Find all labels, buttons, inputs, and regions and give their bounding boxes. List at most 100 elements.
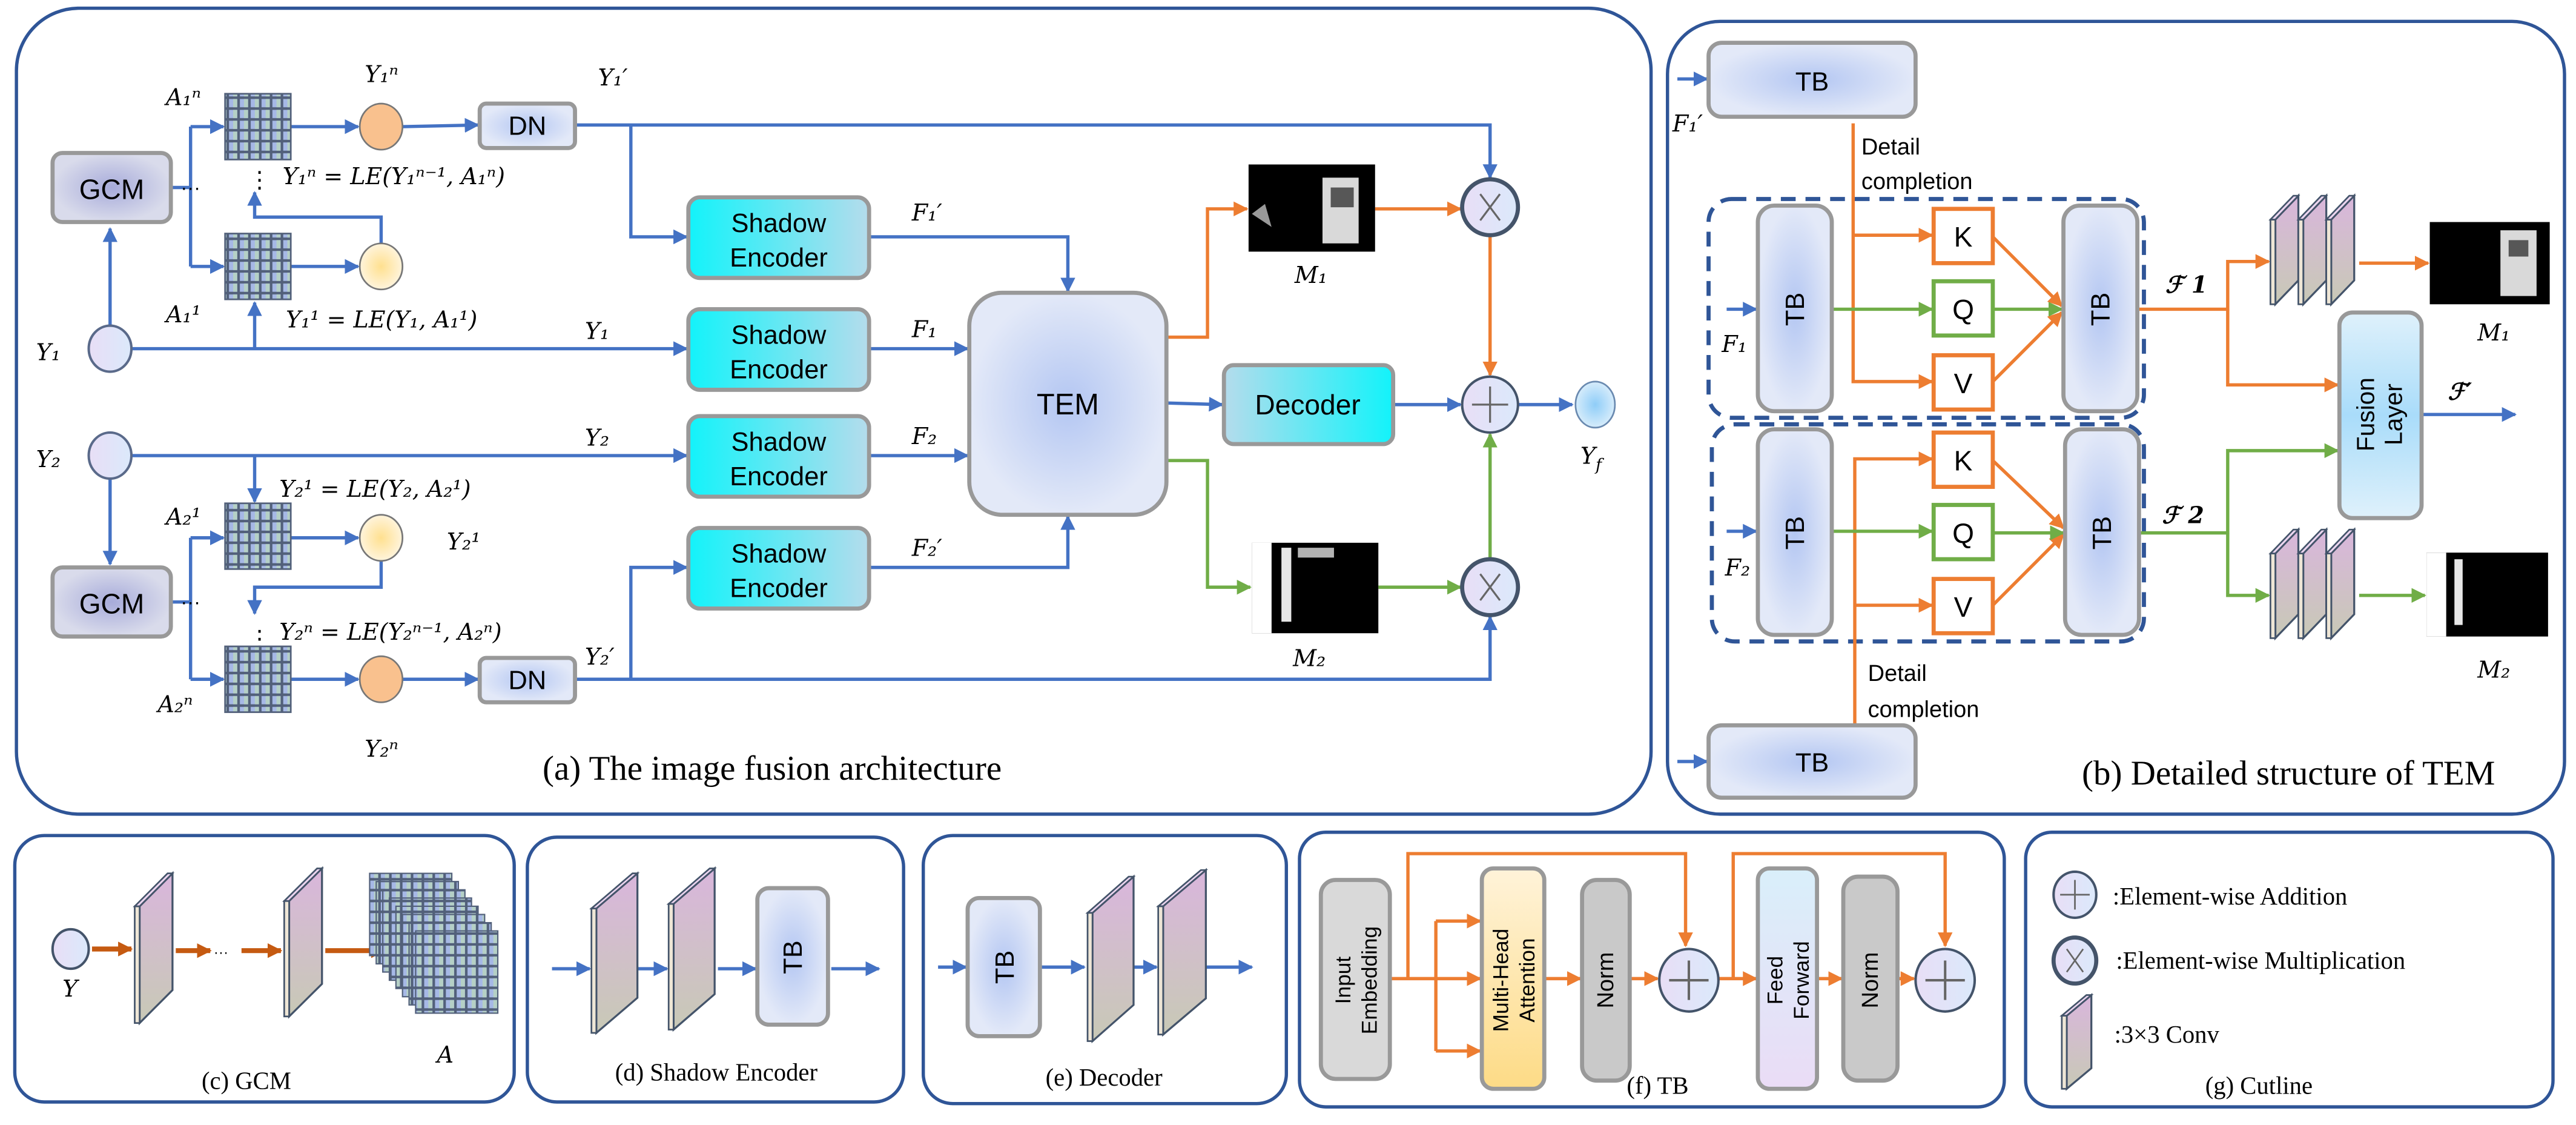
ellipsis: ··· — [214, 944, 228, 961]
mask-image-M1 — [1248, 164, 1375, 252]
dn-block-1: DN — [477, 101, 577, 150]
node-Y1n — [358, 102, 404, 151]
gcm-label: GCM — [79, 173, 145, 205]
conv-layer-b1-2 — [2296, 193, 2328, 307]
connections-orange-green — [1166, 201, 1498, 595]
label-F1: F₁ — [911, 316, 937, 343]
multiplication-icon — [2051, 935, 2099, 986]
label-F-cal-1: ℱ 1 — [2165, 271, 2207, 298]
attention-grid-A1n — [224, 93, 292, 161]
decoder-block: Decoder — [1221, 363, 1396, 446]
gcm-label: GCM — [79, 588, 145, 620]
encoder-label-line1: Shadow — [732, 209, 827, 238]
label-F2: F₂ — [1725, 554, 1751, 581]
tb-block: TB — [755, 886, 830, 1027]
norm-block-2: Norm — [1841, 874, 1900, 1083]
label-A21: A₂¹ — [164, 503, 201, 530]
tb-label: TB — [2087, 293, 2116, 326]
gcm-block-1: GCM — [50, 151, 173, 224]
label-M2: M₂ — [2477, 657, 2510, 683]
tb-block-left-1: TB — [1755, 203, 1834, 414]
attention-group-1 — [1706, 197, 2146, 420]
attention-map-stack — [369, 872, 499, 1014]
node-Y21 — [358, 514, 404, 562]
multiply-node-1 — [1460, 177, 1521, 237]
tem-block: TEM — [967, 290, 1169, 517]
attention-map — [415, 930, 499, 1014]
tb-label: TB — [1795, 67, 1829, 96]
label-F-cal-prime: ℱ′ — [2448, 378, 2472, 405]
tb-label: TB — [779, 940, 808, 974]
v-label: V — [1954, 368, 1973, 399]
v-label: V — [1954, 591, 1973, 623]
v-projection-box-2: V — [1931, 577, 1995, 636]
label-Y1: Y₁ — [36, 339, 61, 366]
tem-label: TEM — [1037, 388, 1099, 421]
k-label: K — [1954, 445, 1973, 476]
tb-label: TB — [2088, 516, 2117, 549]
q-label: Q — [1952, 517, 1974, 549]
dn-block-2: DN — [477, 655, 577, 705]
label-F1: F₁ — [1721, 331, 1747, 357]
detail-text: Detail — [1861, 134, 1920, 160]
input-node-Y — [51, 928, 90, 971]
caption-a: (a) The image fusion architecture — [543, 749, 1002, 788]
label-F2-prime: F₂′ — [911, 535, 943, 562]
tb-block-bottom: TB — [1706, 723, 1918, 800]
equation-Y1n: Y₁ⁿ = LE(Y₁ⁿ⁻¹, A₁ⁿ) — [283, 163, 505, 190]
mask-image-M2 — [1252, 542, 1379, 634]
conv-legend-icon — [2059, 993, 2094, 1091]
tb-block: TB — [965, 895, 1042, 1038]
label-Yf: Yf — [1580, 443, 1605, 475]
node-Y11 — [358, 242, 404, 291]
label-Y2n: Y₂ⁿ — [365, 735, 398, 762]
label-line1: Multi-Head — [1490, 929, 1513, 1032]
legend-multiplication-label: :Element-wise Multiplication — [2116, 947, 2405, 974]
caption-g: (g) Cutline — [2205, 1072, 2313, 1099]
tb-block-left-2: TB — [1755, 427, 1834, 637]
label-line2: Forward — [1790, 941, 1814, 1019]
label-line1: Feed — [1764, 956, 1788, 1004]
connections-blue — [102, 118, 1574, 687]
conv-layer-c2 — [282, 866, 325, 1019]
q-projection-box-2: Q — [1931, 503, 1995, 562]
mask-image-M2 — [2426, 553, 2548, 637]
addition-icon — [2052, 870, 2098, 919]
encoder-label-line2: Encoder — [730, 355, 828, 384]
math-labels-a: A₁ⁿ Y₁ⁿ Y₁′ Y₁ⁿ = LE(Y₁ⁿ⁻¹, A₁ⁿ) A₁¹ Y₁¹… — [36, 61, 1605, 762]
q-label: Q — [1952, 294, 1974, 325]
add-node-2 — [1914, 947, 1977, 1013]
tb-label: TB — [1781, 293, 1810, 326]
label-Y1n: Y₁ⁿ — [365, 61, 398, 88]
v-projection-box-1: V — [1931, 353, 1995, 412]
encoder-label-line2: Encoder — [730, 462, 828, 491]
tb-block-right-1: TB — [2061, 203, 2140, 414]
label-F1-prime: F₁′ — [911, 199, 943, 226]
legend-addition-label: :Element-wise Addition — [2113, 883, 2347, 910]
add-node-1 — [1658, 947, 1720, 1013]
label-Y1-prime: Y₁′ — [598, 64, 628, 91]
dn-label: DN — [509, 112, 547, 141]
label-Y1-line: Y₁ — [585, 317, 609, 344]
encoder-label-line1: Shadow — [732, 539, 827, 568]
equation-Y11: Y₁¹ = LE(Y₁, A₁¹) — [286, 306, 477, 333]
panel-image-fusion-architecture: GCM GCM ··· ··· ⋮ ⋮ DN DN ShadowEncoderS… — [15, 6, 1653, 816]
fusion-label-line1: Fusion — [2351, 377, 2379, 451]
multi-head-attention-block: Multi-Head Attention — [1479, 866, 1547, 1091]
caption-e: (e) Decoder — [1046, 1064, 1163, 1091]
label-Y2-line: Y₂ — [585, 425, 609, 451]
encoder-label-line1: Shadow — [732, 320, 827, 350]
tb-label: TB — [1781, 516, 1810, 549]
conv-layer-d1 — [589, 871, 640, 1035]
encoder-label-line2: Encoder — [730, 244, 828, 273]
tb-block-top: TB — [1706, 41, 1918, 119]
feed-forward-block: Feed Forward — [1755, 866, 1819, 1091]
norm-label: Norm — [1593, 952, 1619, 1009]
label-Y2: Y₂ — [36, 446, 61, 473]
label-F2: F₂ — [911, 423, 937, 450]
mask-image-M1 — [2429, 222, 2550, 305]
label-F1-prime: F₁′ — [1672, 110, 1703, 137]
panel-gcm: ··· Y A (c) GCM — [13, 834, 516, 1104]
